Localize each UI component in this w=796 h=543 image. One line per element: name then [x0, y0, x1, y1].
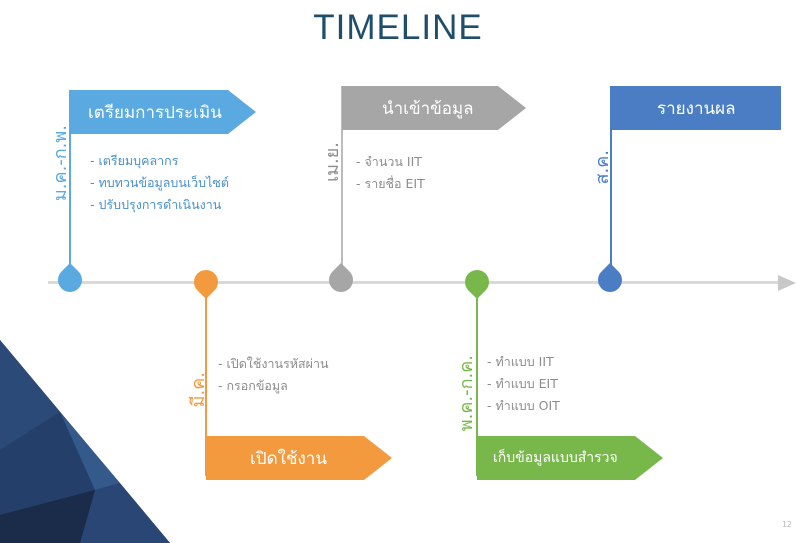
milestone-period: ม.ค.-ก.พ. — [50, 125, 71, 202]
timeline-axis — [48, 281, 783, 284]
page-number: 12 — [781, 520, 792, 529]
milestone-banner: รายงานผล — [611, 86, 781, 130]
milestone-bullets: - เปิดใช้งานรหัสผ่าน - กรอกข้อมูล — [218, 353, 329, 397]
bullet-item: - เปิดใช้งานรหัสผ่าน — [218, 356, 329, 371]
decorative-corner-pattern — [0, 340, 170, 543]
bullet-item: - ทำแบบ OIT — [487, 398, 560, 413]
milestone-stem — [205, 290, 207, 476]
milestone-marker — [593, 263, 627, 297]
page-title: TIMELINE — [313, 8, 483, 47]
bullet-item: - ทบทวนข้อมูลบนเว็บไซต์ — [90, 175, 230, 190]
bullet-item: - เตรียมบุคลากร — [90, 153, 179, 168]
milestone-bullets: - จำนวน IIT - รายชื่อ EIT — [356, 151, 425, 195]
milestone-marker — [324, 263, 358, 297]
bullet-item: - ปรับปรุงการดำเนินงาน — [90, 197, 222, 212]
milestone-bullets: - เตรียมบุคลากร - ทบทวนข้อมูลบนเว็บไซต์ … — [90, 150, 229, 216]
bullet-item: - จำนวน IIT — [356, 154, 422, 169]
bullet-item: - รายชื่อ EIT — [356, 176, 425, 191]
bullet-item: - กรอกข้อมูล — [218, 378, 288, 393]
milestone-banner: นำเข้าข้อมูล — [342, 86, 526, 130]
milestone-period: ส.ค. — [592, 150, 613, 185]
milestone-marker — [53, 263, 87, 297]
milestone-banner: เก็บข้อมูลแบบสำรวจ — [477, 436, 663, 480]
bullet-item: - ทำแบบ EIT — [487, 376, 558, 391]
milestone-period: เม.ย. — [322, 142, 343, 183]
milestone-stem — [341, 86, 343, 270]
milestone-stem — [610, 86, 612, 270]
milestone-period: พ.ค.-ก.ค. — [456, 355, 477, 432]
milestone-stem — [476, 290, 478, 476]
bullet-item: - ทำแบบ IIT — [487, 354, 554, 369]
milestone-stem — [69, 90, 71, 270]
timeline-arrowhead — [778, 275, 796, 291]
milestone-banner: เตรียมการประเมิน — [70, 90, 256, 134]
milestone-period: มี.ค. — [188, 372, 209, 408]
milestone-bullets: - ทำแบบ IIT - ทำแบบ EIT - ทำแบบ OIT — [487, 351, 560, 417]
milestone-banner: เปิดใช้งาน — [206, 436, 392, 480]
